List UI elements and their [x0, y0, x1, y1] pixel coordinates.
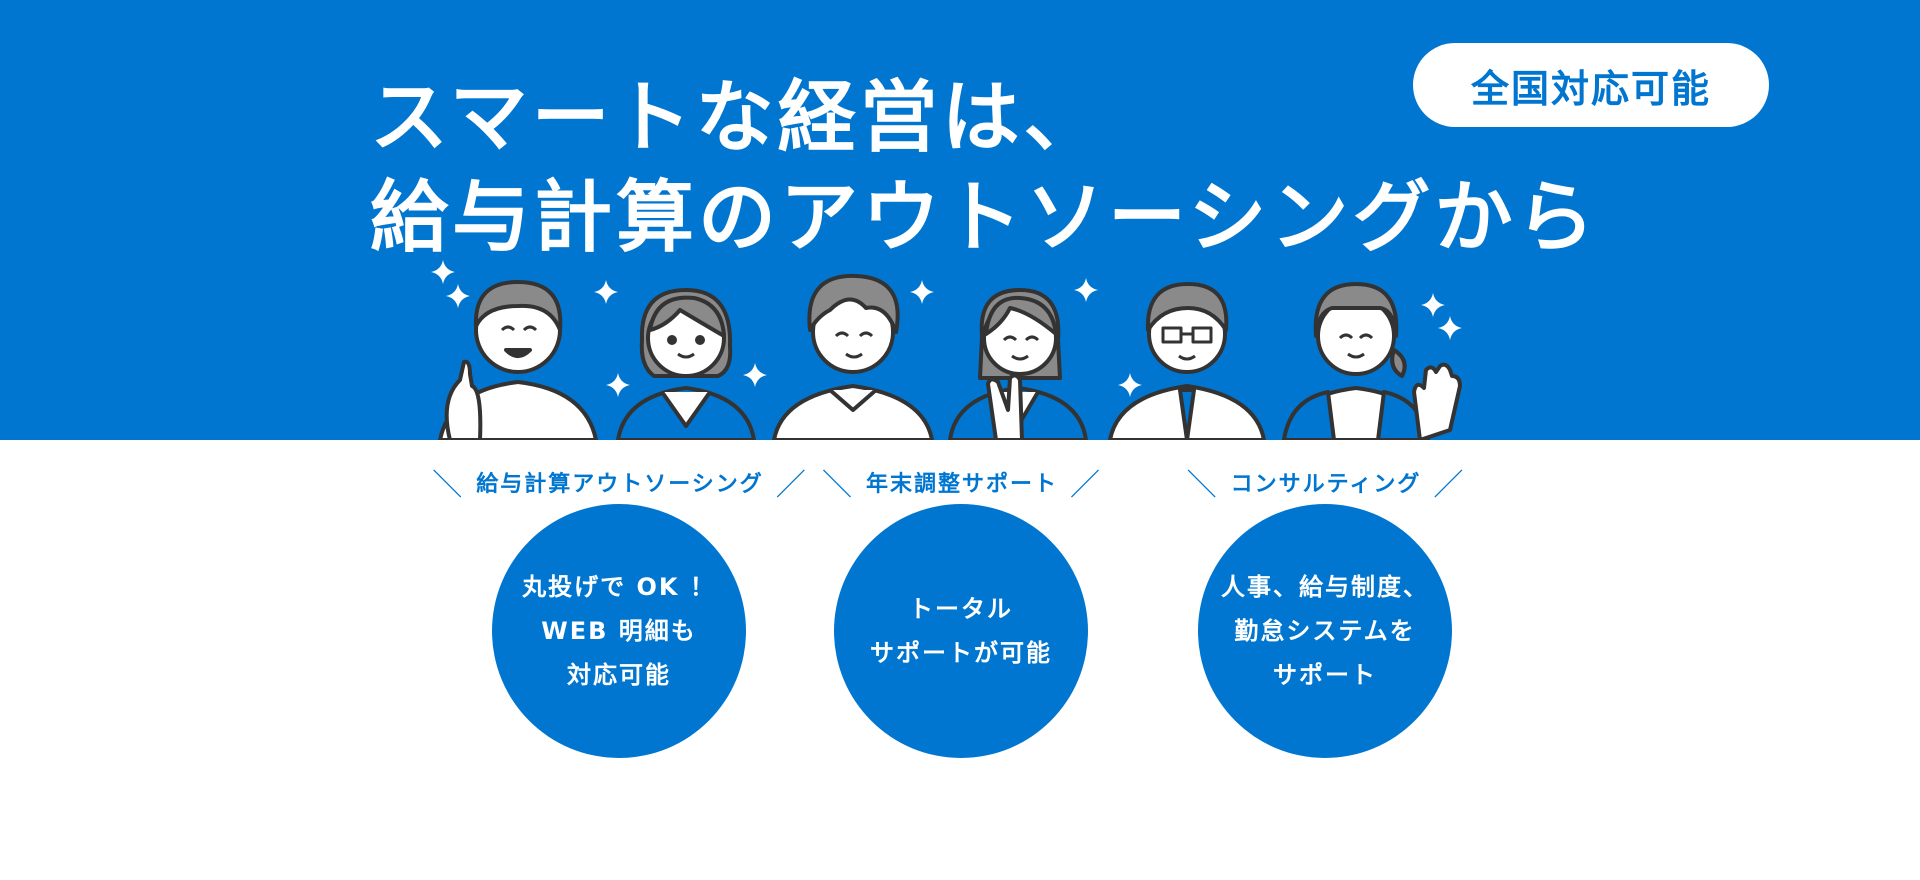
sparkle-icon	[1074, 278, 1098, 302]
sparkle-icon	[910, 280, 934, 304]
person-clapping-icon	[948, 288, 1088, 440]
sparkle-icon	[594, 280, 618, 304]
person-waving-icon	[1282, 282, 1462, 440]
person-man-icon	[772, 273, 934, 440]
service-circle: トータル サポートが可能	[834, 504, 1088, 758]
service-desc-line: 対応可能	[567, 661, 671, 689]
sparkle-icon	[1118, 373, 1142, 397]
staff-illustration	[431, 260, 1462, 440]
service-label: ＼ 給与計算アウトソーシング ／	[430, 460, 810, 504]
headline-line-2: 給与計算のアウトソーシングから	[370, 173, 1599, 263]
service-desc-line: 人事、給与制度、	[1221, 573, 1429, 601]
service-desc-line: サポートが可能	[870, 639, 1052, 667]
sparkle-icon	[743, 363, 767, 387]
service-label: ＼ 年末調整サポート ／	[772, 460, 1152, 504]
service-circle: 丸投げで OK ！ WEB 明細も 対応可能	[492, 504, 746, 758]
slash-left-icon: ＼	[821, 468, 854, 503]
hero-headline: スマートな経営は、 給与計算のアウトソーシングから	[370, 68, 1598, 268]
service-label: ＼ コンサルティング ／	[1136, 460, 1516, 504]
slash-right-icon: ／	[775, 468, 808, 503]
slash-right-icon: ／	[1433, 468, 1466, 503]
service-desc-line: WEB 明細も	[541, 617, 697, 645]
service-year-end-adjustment: ＼ 年末調整サポート ／ トータル サポートが可能	[772, 460, 1152, 760]
slash-left-icon: ＼	[432, 468, 465, 503]
service-desc-line: 丸投げで OK ！	[522, 573, 716, 601]
sparkle-icon	[431, 260, 455, 284]
service-desc-line: サポート	[1273, 661, 1377, 689]
sparkle-icon	[1421, 293, 1445, 317]
headline-line-1: スマートな経営は、	[370, 73, 1106, 163]
nationwide-badge: 全国対応可能	[1413, 43, 1769, 127]
service-desc-line: 勤怠システムを	[1234, 617, 1416, 645]
service-label-text: コンサルティング	[1230, 472, 1422, 497]
person-glasses-icon	[1108, 282, 1266, 440]
slash-right-icon: ／	[1070, 468, 1102, 503]
sparkle-icon	[1438, 316, 1462, 340]
sparkle-icon	[446, 284, 470, 308]
service-label-text: 年末調整サポート	[865, 472, 1058, 497]
service-circle: 人事、給与制度、 勤怠システムを サポート	[1198, 504, 1452, 758]
service-consulting: ＼ コンサルティング ／ 人事、給与制度、 勤怠システムを サポート	[1136, 460, 1516, 760]
service-label-text: 給与計算アウトソーシング	[476, 472, 764, 497]
sparkle-icon	[606, 373, 630, 397]
service-desc-line: トータル	[909, 595, 1013, 623]
person-thumbs-up-icon	[438, 280, 598, 440]
slash-left-icon: ＼	[1186, 468, 1219, 503]
service-payroll-outsourcing: ＼ 給与計算アウトソーシング ／ 丸投げで OK ！ WEB 明細も 対応可能	[430, 460, 810, 760]
services-section: ＼ 給与計算アウトソーシング ／ 丸投げで OK ！ WEB 明細も 対応可能 …	[0, 440, 1920, 880]
hero-banner: スマートな経営は、 給与計算のアウトソーシングから 全国対応可能	[0, 0, 1920, 440]
person-woman-icon	[616, 288, 756, 440]
